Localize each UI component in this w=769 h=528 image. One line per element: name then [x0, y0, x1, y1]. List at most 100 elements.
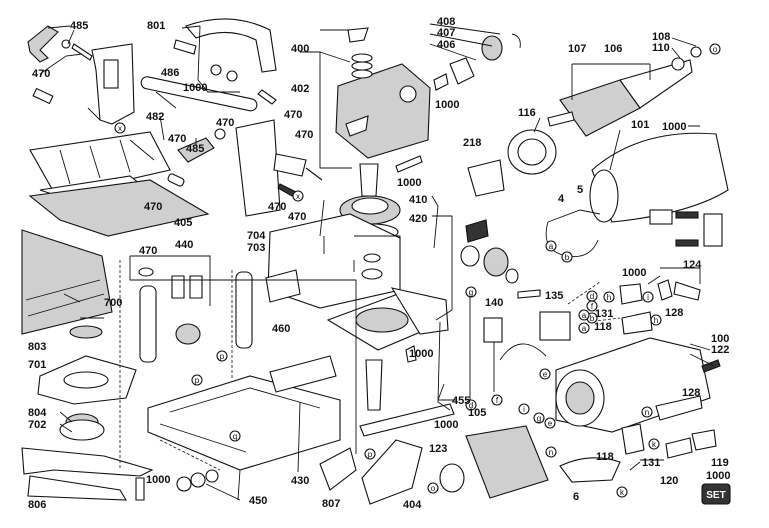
bubble-a-2: a — [578, 322, 590, 334]
part-label-460: 460 — [272, 323, 290, 335]
bubble-f-1: f — [586, 300, 598, 312]
part-label-106: 106 — [604, 43, 622, 55]
part-label-1000-d: 1000 — [434, 419, 458, 431]
part-label-140: 140 — [485, 297, 503, 309]
part-label-1000-c: 1000 — [622, 267, 646, 279]
part-label-420: 420 — [409, 213, 427, 225]
part-label-6: 6 — [573, 491, 579, 503]
bubble-d-1: d — [586, 290, 598, 302]
part-label-700: 700 — [104, 297, 122, 309]
part-label-807: 807 — [322, 498, 340, 510]
part-label-470-g: 470 — [168, 133, 186, 145]
part-label-110: 110 — [652, 42, 670, 54]
part-label-1000-f: 1000 — [706, 470, 730, 482]
part-label-131-a: 131 — [595, 308, 613, 320]
bubble-letter: a — [549, 242, 554, 251]
bubble-g-1: g — [465, 286, 477, 298]
part-label-108: 108 — [652, 31, 670, 43]
part-label-806: 806 — [28, 499, 46, 511]
part-label-485-a: 485 — [70, 20, 88, 32]
bubble-letter: g — [469, 288, 473, 297]
part-label-1000-a: 1000 — [183, 82, 207, 94]
part-label-100: 100 — [711, 333, 729, 345]
part-label-408: 408 — [437, 16, 455, 28]
bubble-p-1: p — [216, 350, 228, 362]
bubble-letter: b — [590, 314, 595, 323]
part-label-407: 407 — [437, 27, 455, 39]
bubble-letter: e — [543, 370, 548, 379]
bubble-d-2: d — [465, 399, 477, 411]
bubble-i-2: i — [518, 403, 530, 415]
part-label-1000-i: 1000 — [409, 348, 433, 360]
bubble-k-1: k — [648, 438, 660, 450]
bubble-x-1: x — [114, 122, 126, 134]
part-label-804: 804 — [28, 407, 47, 419]
bubble-k-2: k — [616, 486, 628, 498]
bubble-letter: o — [431, 484, 436, 493]
bubble-letter: h — [607, 293, 611, 302]
bubble-q: q — [229, 430, 241, 442]
part-label-122: 122 — [711, 344, 729, 356]
bubble-n-1: n — [641, 406, 653, 418]
bubble-letter: k — [652, 440, 657, 449]
part-label-470-d: 470 — [139, 245, 157, 257]
bubble-p-3: p — [364, 448, 376, 460]
part-label-803: 803 — [28, 341, 46, 353]
part-label-107: 107 — [568, 43, 586, 55]
bubble-letter: f — [496, 396, 499, 405]
part-label-400: 400 — [291, 43, 309, 55]
part-label-470-a: 470 — [32, 68, 50, 80]
part-label-119: 119 — [711, 457, 729, 469]
bubble-b-1: b — [561, 251, 573, 263]
part-label-105: 105 — [468, 407, 486, 419]
part-label-4: 4 — [558, 193, 565, 205]
part-label-218: 218 — [463, 137, 481, 149]
part-label-118-a: 118 — [594, 321, 612, 333]
bubble-letter: n — [645, 408, 649, 417]
bubble-letter: a — [582, 324, 587, 333]
bubble-a-3: a — [578, 309, 590, 321]
bubble-letter: a — [582, 311, 587, 320]
part-label-5: 5 — [577, 184, 583, 196]
bubble-f-2: f — [491, 394, 503, 406]
part-label-486: 486 — [161, 67, 179, 79]
bubble-g-2: g — [533, 412, 545, 424]
bubble-letter: d — [469, 401, 473, 410]
bubble-letter: e — [548, 419, 553, 428]
bubble-x-2: x — [292, 190, 304, 202]
bubble-e-2: e — [544, 417, 556, 429]
bubble-n-2: n — [545, 446, 557, 458]
part-label-470-f: 470 — [284, 109, 302, 121]
part-label-128-b: 128 — [682, 387, 700, 399]
bubble-p-2: p — [191, 374, 203, 386]
set-badge-text: SET — [706, 490, 725, 501]
bubble-letter: x — [296, 192, 300, 201]
part-label-1000-h: 1000 — [397, 177, 421, 189]
part-label-128-a: 128 — [665, 307, 683, 319]
part-label-470-i: 470 — [288, 211, 306, 223]
bubble-letter: p — [220, 352, 225, 361]
part-label-123: 123 — [429, 443, 447, 455]
bubble-letter: g — [537, 414, 541, 423]
part-label-470-h: 470 — [216, 117, 234, 129]
part-label-470-e: 470 — [295, 129, 313, 141]
bubble-e-1: e — [539, 368, 551, 380]
part-label-135: 135 — [545, 290, 563, 302]
bubble-letter: i — [647, 293, 649, 302]
part-label-406: 406 — [437, 39, 455, 51]
part-label-101: 101 — [631, 119, 649, 131]
bubble-letter: k — [620, 488, 625, 497]
bubble-letter: p — [368, 450, 373, 459]
part-label-440: 440 — [175, 239, 193, 251]
bubble-letter: d — [590, 292, 594, 301]
set-badge: SET — [706, 490, 725, 501]
part-label-482: 482 — [146, 111, 164, 123]
bubble-o-2: o — [427, 482, 439, 494]
part-label-470-c: 470 — [268, 201, 286, 213]
bubble-letter: h — [654, 316, 658, 325]
part-label-124: 124 — [683, 259, 702, 271]
bubble-i-1: i — [642, 291, 654, 303]
part-label-402: 402 — [291, 83, 309, 95]
bubble-h-2: h — [650, 314, 662, 326]
